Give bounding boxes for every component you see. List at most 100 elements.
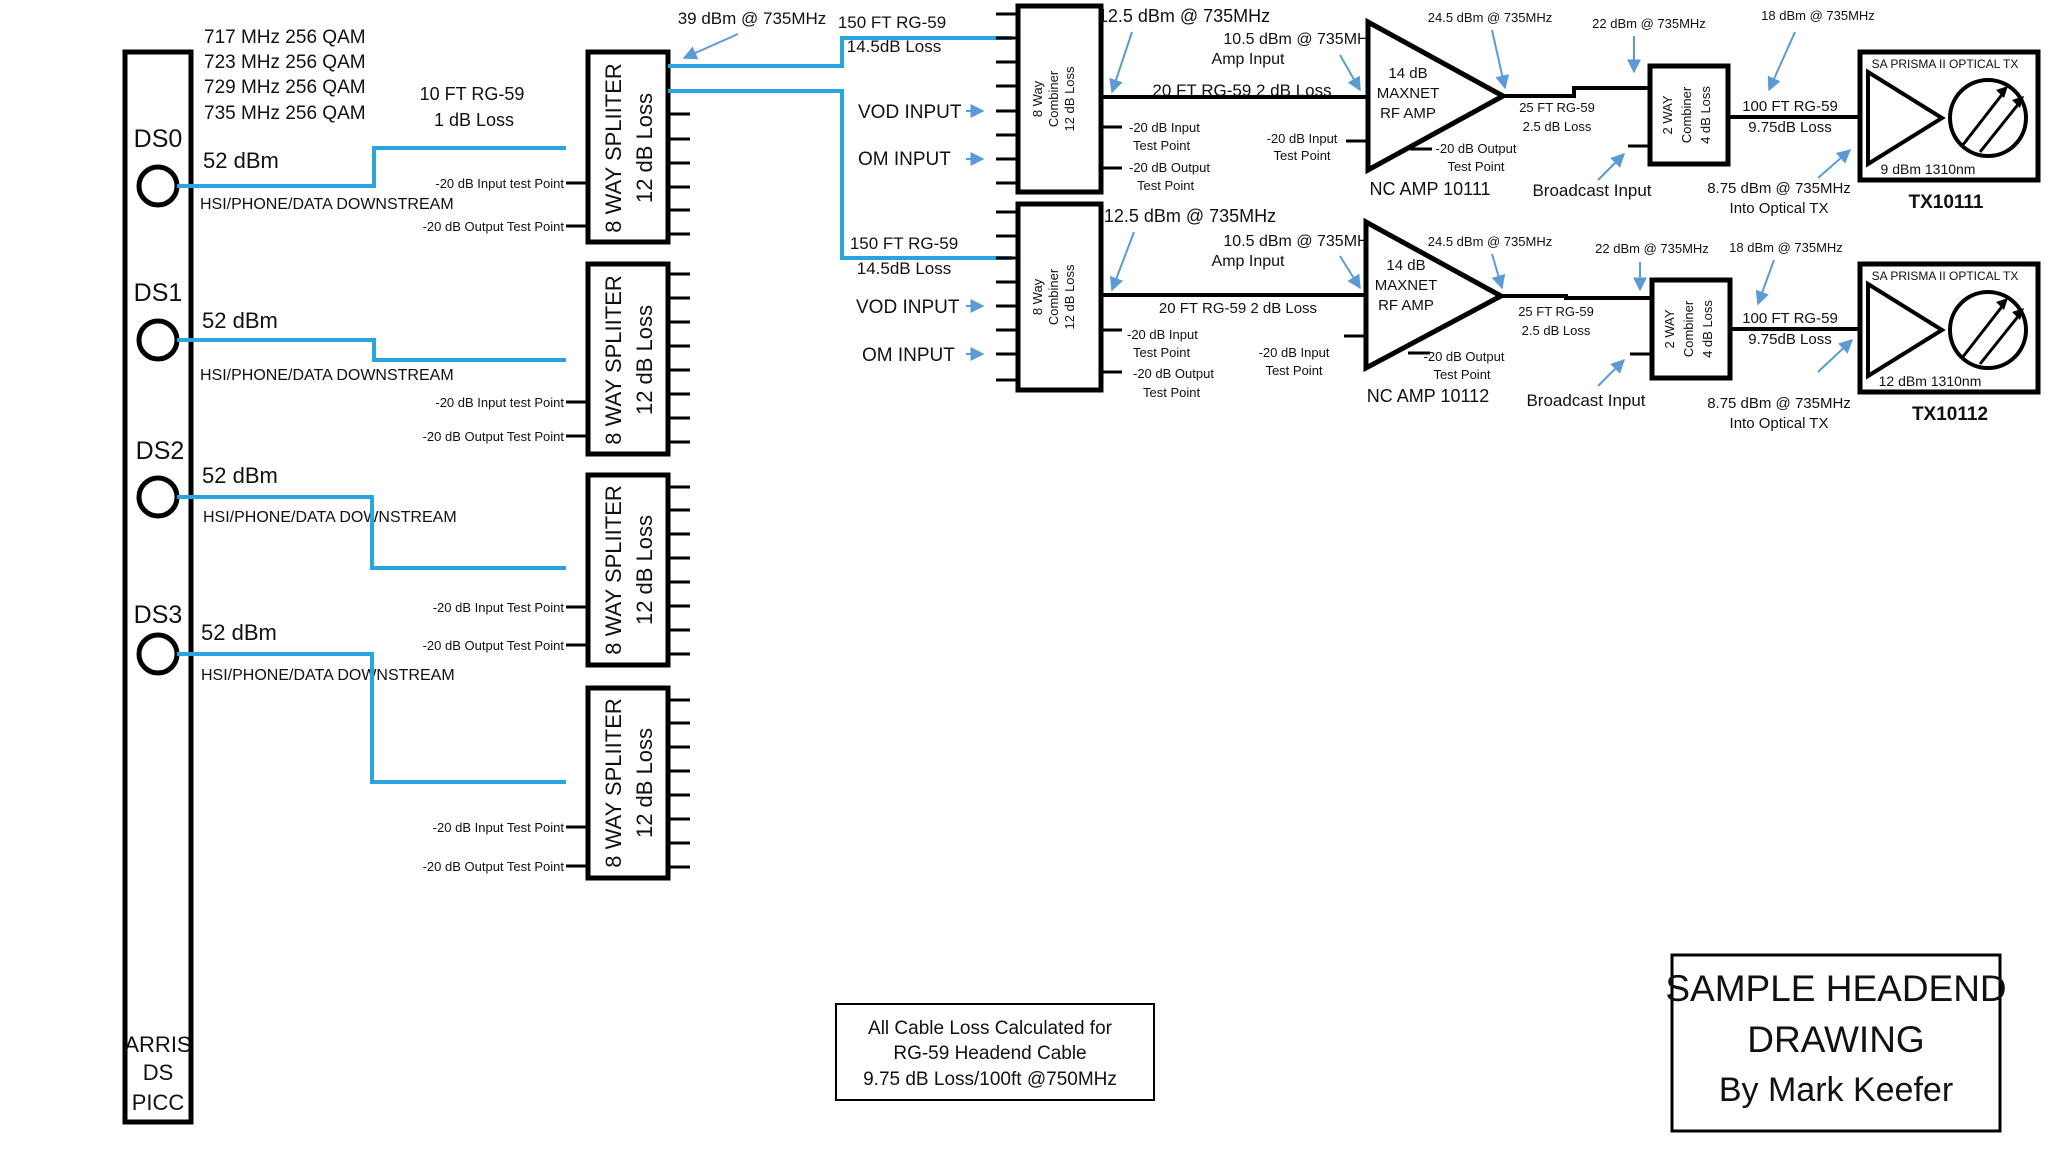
- tx-input-label: Into Optical TX: [1730, 200, 1829, 217]
- tx-input-arrow: [1817, 149, 1852, 179]
- ds2-connector: [136, 475, 180, 519]
- amp-in-tp-2: Test Point: [1273, 148, 1330, 163]
- ds3-connector: [136, 632, 180, 676]
- amp-comb2-cable-loss: 2.5 dB Loss: [1523, 119, 1592, 134]
- feed-cable-length: 150 FT RG-59: [850, 234, 958, 253]
- cable-loss-note: All Cable Loss Calculated for RG-59 Head…: [835, 1003, 1155, 1101]
- tx-input-level: 8.75 dBm @ 735MHz: [1707, 180, 1851, 197]
- tx-laser-arrowhead-2: [2012, 308, 2024, 320]
- splitter-2-title: 8 WAY SPLIITER: [601, 275, 626, 445]
- amp-name: NC AMP 10112: [1367, 386, 1489, 406]
- splitter-1-body: [585, 49, 671, 245]
- amp-in-tp-1: -20 dB Input: [1267, 131, 1338, 146]
- ds1-port: DS1 52 dBm HSI/PHONE/DATA DOWNSTREAM: [134, 279, 454, 384]
- ds2-splitter-cable: [177, 495, 566, 570]
- splitter-4-ports: [566, 698, 690, 869]
- ds1-service: HSI/PHONE/DATA DOWNSTREAM: [200, 367, 454, 384]
- amp-in-tp-2: Test Point: [1265, 363, 1322, 378]
- ds1-level: 52 dBm: [202, 308, 278, 333]
- ds3-level: 52 dBm: [201, 620, 277, 645]
- combiner-ports: [996, 12, 1122, 185]
- channel-list: 717 MHz 256 QAM 723 MHz 256 QAM 729 MHz …: [204, 27, 366, 124]
- channel-item: 729 MHz 256 QAM: [204, 77, 366, 98]
- amp-label-3: RF AMP: [1378, 297, 1434, 314]
- splitter-2-body: [585, 261, 671, 457]
- note-line-1: All Cable Loss Calculated for: [868, 1018, 1113, 1039]
- rf-amp: [1363, 217, 1507, 373]
- note-frame: [835, 1003, 1155, 1101]
- tx-name: TX10111: [1908, 192, 1983, 213]
- broadcast-input-label: Broadcast Input: [1526, 391, 1645, 410]
- splitter-output-level: 39 dBm @ 735MHz: [678, 9, 827, 28]
- splitter-2-output-tp: -20 dB Output Test Point: [423, 429, 565, 444]
- comb2-label-2: Combiner: [1679, 86, 1694, 143]
- tx-laser-circle: [1948, 290, 2028, 370]
- amp-output-arrow: [1491, 253, 1506, 290]
- om-input-label: OM INPUT: [858, 149, 951, 170]
- splitter-2: 8 WAY SPLIITER 12 dB Loss -20 dB Input t…: [423, 261, 690, 457]
- tx-laser-circle: [1948, 78, 2028, 158]
- feed-cable-loss: 14.5dB Loss: [847, 37, 942, 56]
- feed-cable-top: [668, 36, 1012, 68]
- combiner-label-2: Combiner: [1046, 70, 1061, 127]
- jumper-length: 10 FT RG-59: [420, 84, 525, 104]
- title-line-1: SAMPLE HEADEND: [1665, 968, 2006, 1009]
- ds0-label: DS0: [134, 125, 183, 153]
- splitter-3-title: 8 WAY SPLIITER: [601, 485, 626, 655]
- splitter-output-arrow: [682, 33, 739, 60]
- ds1-splitter-cable: [177, 338, 566, 362]
- amp-input-arrow: [1339, 255, 1361, 290]
- splitter-4-input-tp: -20 dB Input Test Point: [433, 820, 565, 835]
- splitter-3-ports: [566, 485, 690, 656]
- comb2-tx-cable-length: 100 FT RG-59: [1742, 310, 1838, 327]
- amp-in-tp-1: -20 dB Input: [1259, 345, 1330, 360]
- tx-amp-triangle: [1866, 280, 1946, 380]
- ds3-port: DS3 52 dBm HSI/PHONE/DATA DOWNSTREAM: [134, 601, 455, 684]
- jumper-loss: 1 dB Loss: [434, 110, 514, 130]
- comb2-output-arrow: [1767, 31, 1796, 92]
- tx-input-arrow: [1817, 339, 1854, 373]
- combiner-in-tp-2: Test Point: [1133, 138, 1190, 153]
- splitter-3: 8 WAY SPLIITER 12 dB Loss -20 dB Input T…: [423, 472, 690, 668]
- chain-2: 150 FT RG-59 14.5dB Loss VOD INPUT OM IN…: [850, 201, 2041, 432]
- amp-output-level: 24.5 dBm @ 735MHz: [1428, 10, 1552, 25]
- comb2-tx-cable-loss: 9.75dB Loss: [1748, 331, 1831, 348]
- ds2-level: 52 dBm: [202, 463, 278, 488]
- combiner-out-tp-2: Test Point: [1143, 385, 1200, 400]
- comb2-label-1: 2 WAY: [1662, 309, 1677, 348]
- rf-amp: [1365, 17, 1509, 175]
- title-block-frame: [1670, 953, 2002, 1133]
- combiner-in-tp-2: Test Point: [1133, 345, 1190, 360]
- amp-comb2-cable: [1501, 294, 1652, 300]
- splitter-1-title: 8 WAY SPLIITER: [601, 63, 626, 233]
- note-line-2: RG-59 Headend Cable: [893, 1043, 1086, 1064]
- comb2-output-level: 18 dBm @ 735MHz: [1761, 8, 1875, 23]
- splitter-4-loss: 12 dB Loss: [632, 728, 657, 838]
- combiner-label-1: 8 Way: [1030, 278, 1045, 315]
- amp-label-2: MAXNET: [1377, 85, 1440, 102]
- title-block: SAMPLE HEADEND DRAWING By Mark Keefer: [1665, 953, 2007, 1133]
- amp-output-arrow: [1491, 29, 1510, 90]
- amp-label-1: 14 dB: [1386, 257, 1425, 274]
- splitter-4: 8 WAY SPLIITER 12 dB Loss -20 dB Input T…: [423, 685, 690, 881]
- combiner-amp-cable-label: 20 FT RG-59 2 dB Loss: [1152, 81, 1331, 100]
- feed-cable-bottom: [668, 89, 1012, 260]
- combiner-label-1: 8 Way: [1030, 80, 1045, 117]
- combiner-out-tp-2: Test Point: [1137, 178, 1194, 193]
- amp-input-level: 10.5 dBm @ 735MHz: [1223, 31, 1376, 48]
- amp-comb2-cable-length: 25 FT RG-59: [1519, 100, 1595, 115]
- comb2-2way: [1647, 63, 1731, 167]
- comb2-label-3: 4 dB Loss: [1700, 300, 1715, 358]
- ds1-label: DS1: [134, 279, 183, 307]
- ds2-port: DS2 52 dBm HSI/PHONE/DATA DOWNSTREAM: [136, 437, 457, 526]
- amp-comb2-cable-loss: 2.5 dB Loss: [1522, 323, 1591, 338]
- splitter-1-loss: 12 dB Loss: [632, 93, 657, 203]
- amp-label-1: 14 dB: [1388, 65, 1427, 82]
- ds0-splitter-cable: [177, 146, 566, 188]
- amp-input-level: 10.5 dBm @ 735MHz: [1223, 233, 1376, 250]
- ds0-connector: [136, 164, 180, 208]
- tx-amp-triangle: [1866, 68, 1946, 168]
- tx-laser-arrowhead-1: [1996, 86, 2008, 98]
- splitter-1-input-tp: -20 dB Input test Point: [435, 176, 564, 191]
